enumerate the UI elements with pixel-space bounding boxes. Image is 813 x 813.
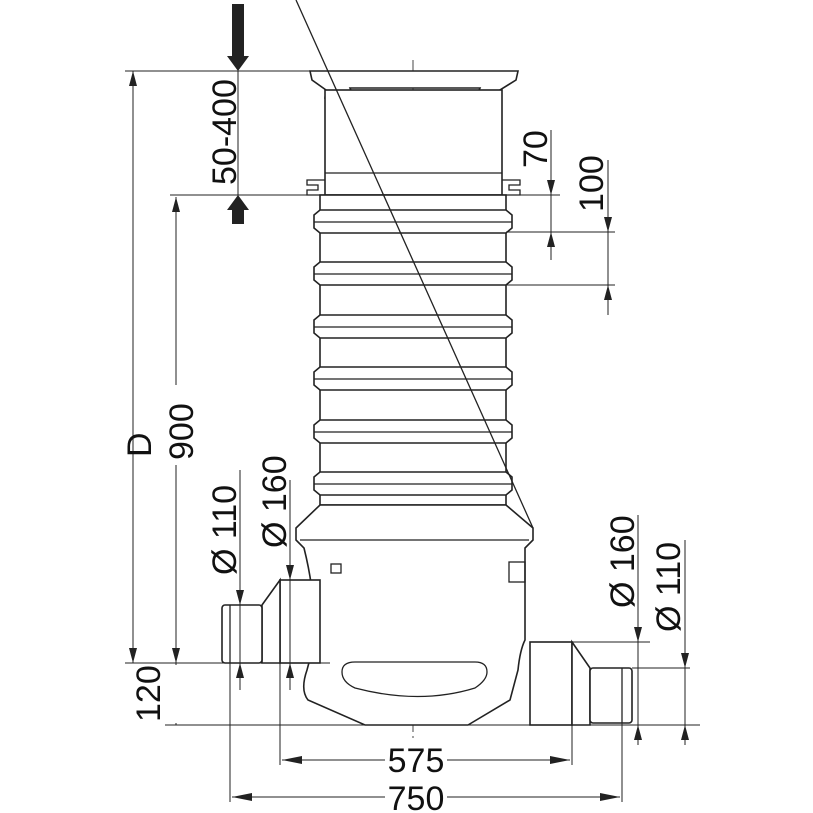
label-inlet-160: Ø 160 [256, 455, 294, 548]
label-base-height: 120 [130, 665, 168, 722]
dimension-arrows [129, 4, 689, 801]
label-outlet-110: Ø 110 [650, 542, 688, 632]
label-rib-100: 100 [573, 155, 611, 212]
cover-frame [306, 70, 521, 196]
outlet-pipe-right [529, 639, 633, 726]
label-inlet-110: Ø 110 [206, 485, 244, 575]
label-depth: D [121, 432, 159, 457]
shaft-ribs [313, 194, 513, 506]
label-body-height: 900 [163, 403, 201, 460]
label-rib-70: 70 [517, 130, 555, 168]
label-outlet-160: Ø 160 [604, 515, 642, 608]
label-adjustable-height: 50-400 [206, 79, 244, 185]
label-width-750: 750 [388, 780, 445, 813]
label-width-575: 575 [388, 742, 445, 780]
dimension-labels: 50-400 D 900 120 70 100 Ø 110 Ø 160 Ø 16… [121, 79, 688, 813]
